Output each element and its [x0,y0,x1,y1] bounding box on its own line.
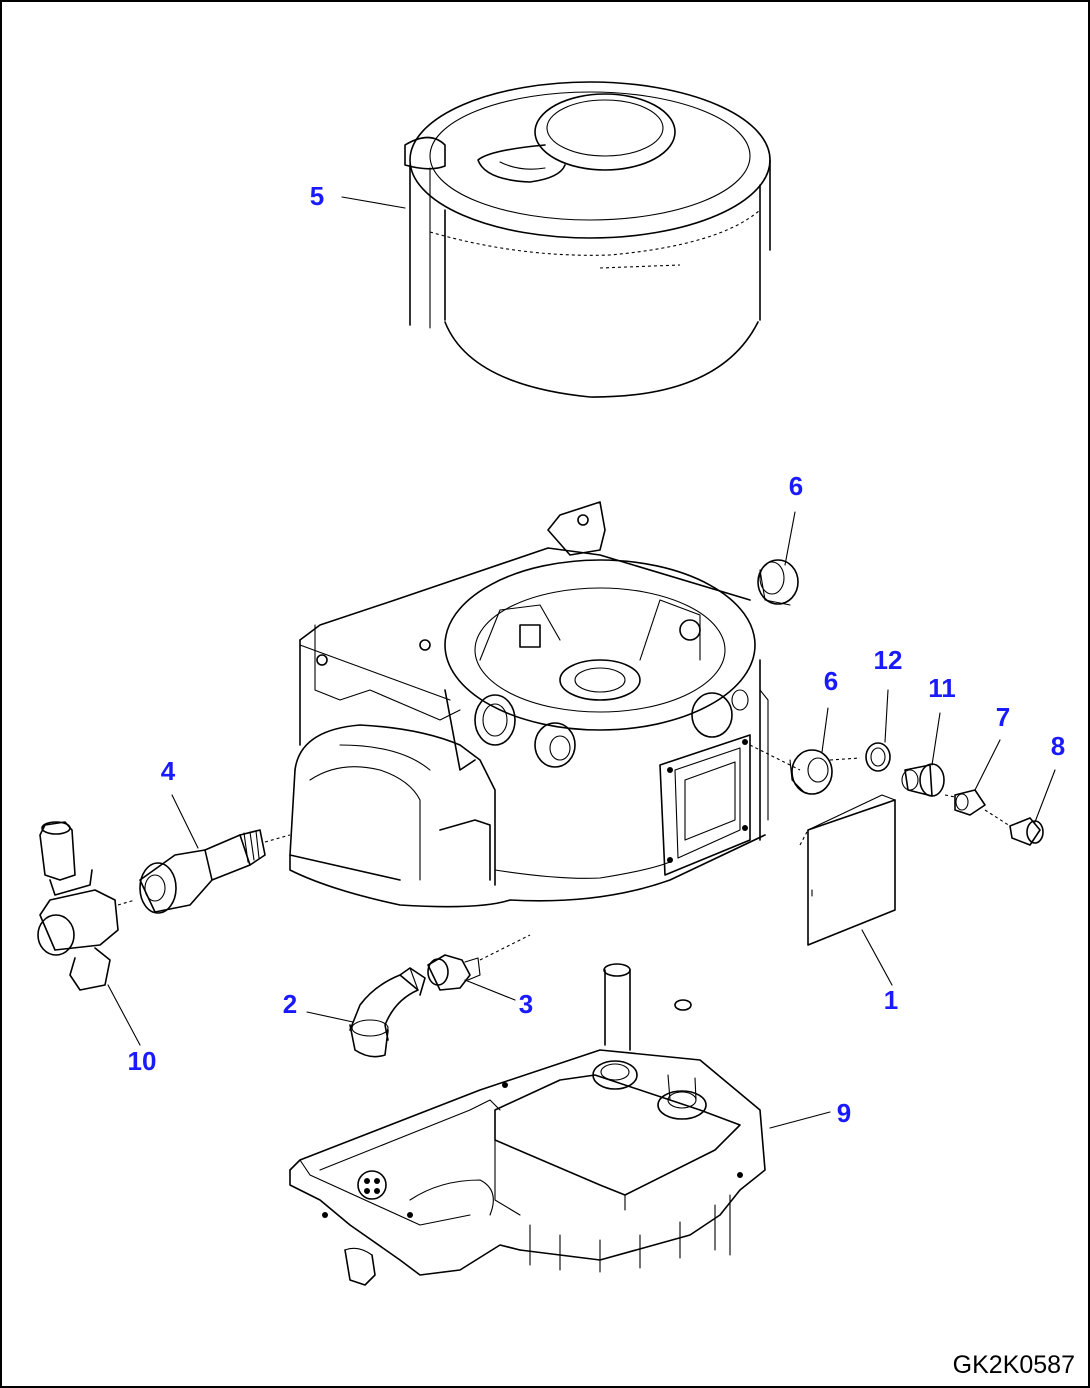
part-5-cover [404,81,771,398]
part-12-oring [865,742,891,772]
part-8-plug [1009,817,1044,846]
part-3-connector [427,934,531,991]
callout-6-side: 6 [824,666,838,696]
callout-3: 3 [519,989,533,1019]
callout-5: 5 [310,181,324,211]
part-2-elbow [349,967,426,1058]
part-11-fitting [901,763,945,797]
callout-9: 9 [837,1098,851,1128]
drawing-code: GK2K0587 [953,1351,1075,1379]
callout-12: 12 [874,645,903,675]
main-housing [289,501,769,908]
callouts: 5 6 6 12 11 7 8 4 1 2 3 10 9 [128,181,1066,1128]
callout-11: 11 [928,673,956,703]
callout-4: 4 [161,756,176,786]
part-1-plate [799,794,896,946]
part-4-fitting [139,829,291,914]
part-6-plug-side [789,749,833,795]
callout-8: 8 [1051,731,1065,761]
callout-2: 2 [283,989,297,1019]
callout-1: 1 [884,985,898,1015]
callout-10: 10 [128,1046,157,1076]
part-6-cap-top [757,559,799,606]
part-10-tee-fitting [37,821,136,991]
part-9-bottom-cover [289,963,766,1286]
callout-7: 7 [996,702,1010,732]
part-7-adapter [954,789,986,816]
callout-6-top: 6 [789,471,803,501]
leader-lines [107,196,1056,1129]
